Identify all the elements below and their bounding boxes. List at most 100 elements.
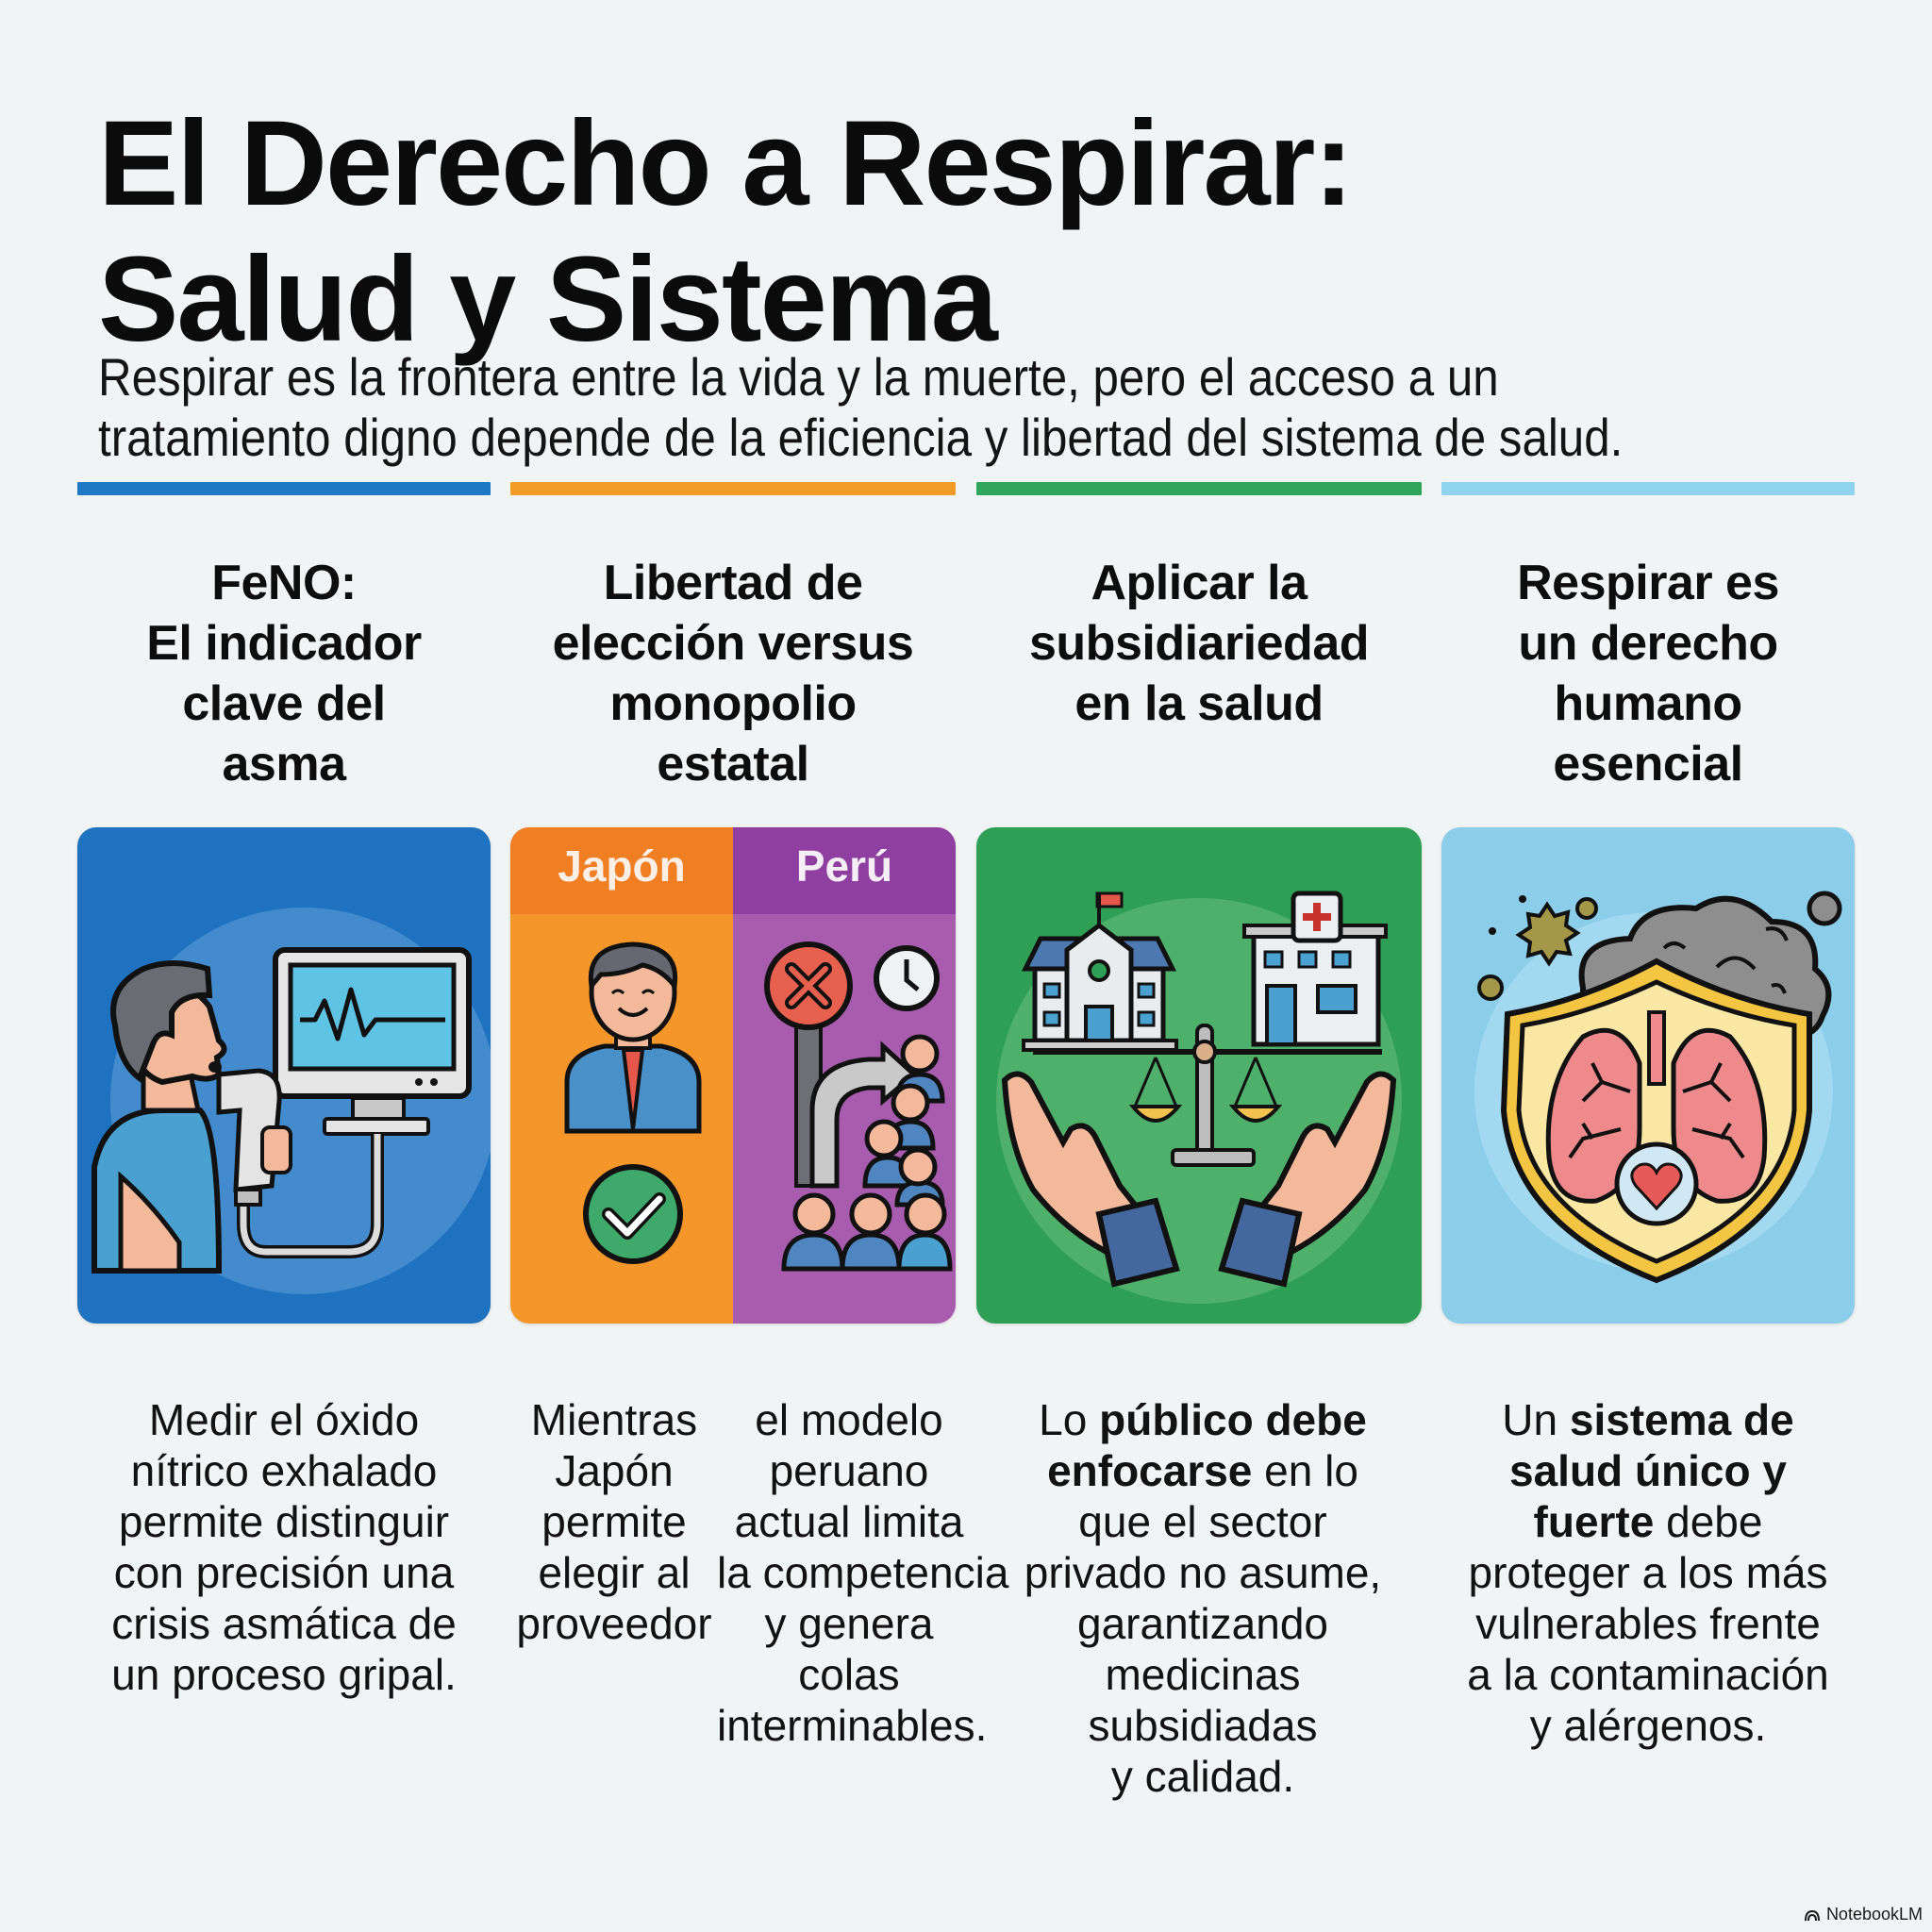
page-title: El Derecho a Respirar: Salud y Sistema <box>98 96 1354 368</box>
peru-label: Perú <box>795 841 893 891</box>
desc-line: y calidad. <box>995 1751 1410 1802</box>
column-2-description-peru: el modelo peruano actual limita la compe… <box>717 1394 1009 1751</box>
japan-label: Japón <box>558 841 686 891</box>
desc-text: con precisión una <box>113 1548 455 1597</box>
desc-line: el modelo <box>755 1395 943 1444</box>
title-line: en la salud <box>1074 676 1324 731</box>
desc-text: en lo <box>1252 1446 1358 1495</box>
title-line: monopolio <box>609 676 857 731</box>
title-line: Libertad de <box>603 556 863 610</box>
title-line: esencial <box>1553 737 1743 791</box>
page-subtitle: Respirar es la frontera entre la vida y … <box>98 347 1675 468</box>
column-1-title: FeNO: El indicador clave del asma <box>77 553 491 794</box>
feno-breath-test-icon <box>92 908 491 1294</box>
desc-line: nítrico exhalado <box>77 1445 491 1496</box>
desc-line: Lo público debe <box>995 1394 1410 1445</box>
desc-emphasis: sistema de <box>1569 1395 1794 1444</box>
desc-text: crisis asmática de <box>111 1599 457 1648</box>
desc-text: subsidiadas <box>1088 1701 1318 1750</box>
desc-text: Lo <box>1039 1395 1100 1444</box>
peru-header <box>733 827 956 914</box>
desc-line: privado no asume, <box>995 1547 1410 1598</box>
subsidiarity-card <box>976 827 1422 1324</box>
subtitle-line-2: tratamiento digno depende de la eficienc… <box>98 408 1624 467</box>
detour-arrow-icon <box>809 1041 918 1189</box>
desc-line: con precisión una <box>77 1547 491 1598</box>
desc-line: garantizando <box>995 1598 1410 1649</box>
desc-line: medicinas <box>995 1649 1410 1700</box>
desc-emphasis: enfocarse <box>1047 1446 1253 1495</box>
desc-emphasis: salud único y <box>1509 1446 1787 1495</box>
desc-line: proveedor <box>516 1599 712 1648</box>
desc-line: permite distinguir <box>77 1496 491 1547</box>
comparison-icons <box>564 941 953 1272</box>
column-2-description-japan: Mientras Japón permite elegir al proveed… <box>501 1394 727 1649</box>
title-line: estatal <box>657 737 809 791</box>
desc-text: garantizando <box>1077 1599 1328 1648</box>
title-line: El indicador <box>146 616 422 671</box>
desc-text: medicinas <box>1105 1650 1301 1699</box>
desc-text: permite distinguir <box>118 1497 450 1546</box>
shield-lungs-heart-icon <box>1474 891 1842 1284</box>
desc-line: vulnerables frente <box>1441 1598 1855 1649</box>
desc-line: que el sector <box>995 1496 1410 1547</box>
lungs-icon <box>1545 1010 1768 1204</box>
desc-text: que el sector <box>1078 1497 1327 1546</box>
title-line: humano <box>1554 676 1742 731</box>
desc-line: Mientras <box>530 1395 698 1444</box>
title-line: subsidiariedad <box>1029 616 1370 671</box>
balance-buildings-hands-icon <box>996 891 1402 1304</box>
title-line: FeNO: <box>211 556 357 610</box>
desc-line: Japón <box>555 1446 674 1495</box>
accent-bar-blue <box>77 482 491 495</box>
check-circle-icon <box>583 1164 683 1264</box>
title-line: Respirar es <box>1517 556 1779 610</box>
desc-emphasis: fuerte <box>1533 1497 1655 1546</box>
title-line: clave del <box>182 676 386 731</box>
desc-line: enfocarse en lo <box>995 1445 1410 1496</box>
desc-text: proteger a los más <box>1468 1548 1828 1597</box>
title-line-1: El Derecho a Respirar: <box>98 96 1354 231</box>
title-line: asma <box>222 737 347 791</box>
desc-line: y genera <box>764 1599 934 1648</box>
desc-line: interminables. <box>717 1701 988 1750</box>
heart-icon <box>1614 1141 1699 1226</box>
desc-line: elegir al <box>538 1548 691 1597</box>
column-2-title: Libertad de elección versus monopolio es… <box>510 553 956 794</box>
japan-header <box>510 827 733 914</box>
title-line: un derecho <box>1518 616 1778 671</box>
desc-emphasis: público debe <box>1099 1395 1367 1444</box>
desc-line: actual limita <box>734 1497 964 1546</box>
clock-icon <box>874 945 940 1011</box>
branding-label: NotebookLM <box>1825 1905 1923 1924</box>
subtitle-line-1: Respirar es la frontera entre la vida y … <box>98 347 1499 407</box>
desc-text: un proceso gripal. <box>111 1650 457 1699</box>
desc-line: un proceso gripal. <box>77 1649 491 1700</box>
accent-bar-light-blue <box>1441 482 1855 495</box>
open-hands-icon <box>1001 1071 1397 1288</box>
desc-line: la competencia <box>717 1548 1009 1597</box>
desc-line: fuerte debe <box>1441 1496 1855 1547</box>
desc-line: colas <box>798 1650 900 1699</box>
title-line: Aplicar la <box>1091 556 1307 610</box>
desc-line: Un sistema de <box>1441 1394 1855 1445</box>
desc-line: y alérgenos. <box>1441 1700 1855 1751</box>
accent-bar-orange <box>510 482 956 495</box>
scale-icon <box>1033 1024 1382 1167</box>
desc-line: permite <box>541 1497 687 1546</box>
desc-line: a la contaminación <box>1441 1649 1855 1700</box>
desc-line: peruano <box>769 1446 929 1495</box>
queue-people-icon <box>781 1034 953 1272</box>
column-3-title: Aplicar la subsidiariedad en la salud <box>976 553 1422 734</box>
desc-text: y calidad. <box>1110 1752 1295 1801</box>
allergen-particle-icon <box>1477 895 1598 1001</box>
desc-text: privado no asume, <box>1024 1548 1382 1597</box>
column-4-title: Respirar es un derecho humano esencial <box>1441 553 1855 794</box>
notebooklm-logo-icon <box>1804 1909 1820 1921</box>
government-building-icon <box>1021 891 1178 1052</box>
desc-text: Un <box>1502 1395 1570 1444</box>
desc-text: debe <box>1654 1497 1763 1546</box>
